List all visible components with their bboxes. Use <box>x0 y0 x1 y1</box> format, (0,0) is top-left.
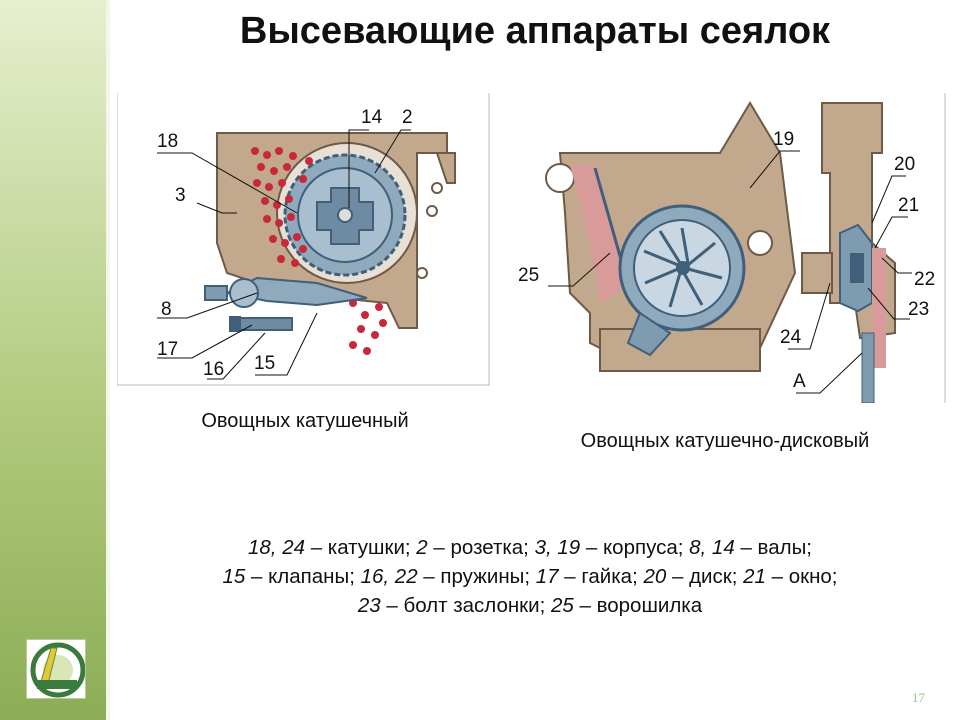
callout-25: 25 <box>518 265 539 286</box>
university-logo <box>26 639 86 699</box>
caption-reel-seeder: Овощных катушечный <box>201 410 409 432</box>
callout-16: 16 <box>203 359 224 380</box>
sidebar-edge <box>106 0 110 720</box>
caption-reel-disc-seeder: Овощных катушечно-дисковый <box>580 430 870 452</box>
callout-17: 17 <box>157 339 178 360</box>
callout-19: 19 <box>773 129 794 150</box>
callout-20: 20 <box>894 154 915 175</box>
callout-2: 2 <box>402 107 413 128</box>
callout-8: 8 <box>161 299 172 320</box>
figure-reel-disc-seeder: 19 20 21 25 22 23 24 А <box>510 93 946 404</box>
callout-15: 15 <box>254 353 275 374</box>
figure-reel-seeder: 14 2 18 3 8 17 16 15 <box>116 93 490 386</box>
slide-title: Высевающие аппараты сеялок <box>239 10 831 52</box>
sidebar-decoration <box>0 0 106 720</box>
callout-A: А <box>793 371 806 392</box>
legend-line-1: 18, 24 – катушки; 2 – розетка; 3, 19 – к… <box>248 536 812 559</box>
legend-line-3: 23 – болт заслонки; 25 – ворошилка <box>357 594 703 617</box>
callout-18: 18 <box>157 131 178 152</box>
page-number: 17 <box>912 690 925 705</box>
callout-21: 21 <box>898 195 919 216</box>
callout-3: 3 <box>175 185 186 206</box>
callout-24: 24 <box>780 327 802 348</box>
callout-14: 14 <box>361 107 383 128</box>
callout-23: 23 <box>908 299 929 320</box>
parts-legend: 18, 24 – катушки; 2 – розетка; 3, 19 – к… <box>120 533 940 620</box>
callout-22: 22 <box>914 269 935 290</box>
legend-line-2: 15 – клапаны; 16, 22 – пружины; 17 – гай… <box>222 565 838 588</box>
